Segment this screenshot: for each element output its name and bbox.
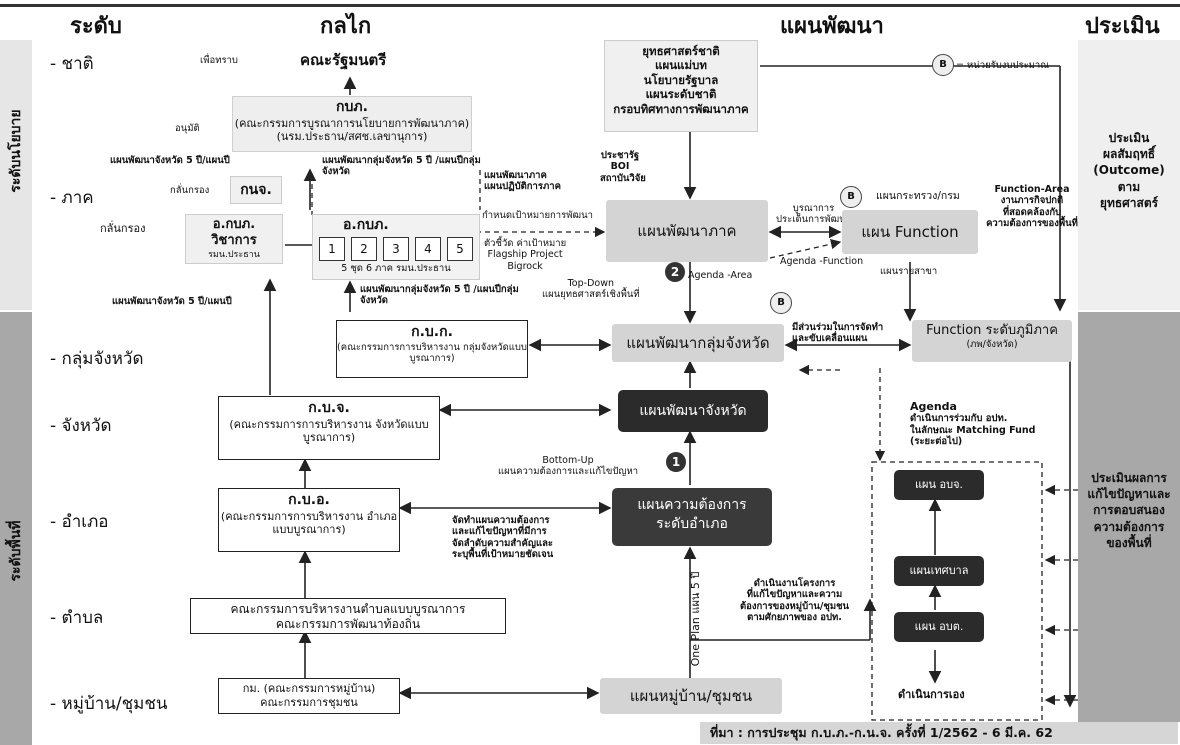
municipality-plan-box: แผนเทศบาล bbox=[894, 556, 984, 586]
province-plan-box: แผนพัฒนาจังหวัด bbox=[618, 390, 768, 432]
district-plan-box: แผนความต้องการระดับอำเภอ bbox=[612, 488, 772, 546]
level-district: - อำเภอ bbox=[50, 512, 109, 532]
national-strategy-box: ยุทธศาสตร์ชาติแผนแม่บทนโยบายรัฐบาลแผนระด… bbox=[604, 40, 758, 132]
budget-unit-label: = หน่วยรับงบประมาณ bbox=[956, 60, 1050, 71]
step-2-marker: 2 bbox=[665, 262, 685, 282]
okbp-num-3: 3 bbox=[383, 236, 409, 261]
sector-plan-label: แผนรายสาขา bbox=[880, 266, 938, 277]
sao-plan-box: แผน อบต. bbox=[894, 612, 984, 642]
okbp-num-1: 1 bbox=[319, 236, 345, 261]
agenda-area-label: Agenda -Area bbox=[688, 270, 753, 281]
participate-label: มีส่วนร่วมในการจัดทำและขับเคลื่อนแผน bbox=[792, 322, 884, 345]
approve-label: อนุมัติ bbox=[175, 123, 200, 134]
village-committee-box: กม. (คณะกรรมการหมู่บ้าน) คณะกรรมการชุมชน bbox=[218, 678, 400, 714]
level-region: - ภาค bbox=[50, 188, 94, 208]
screen-label-2: กลั่นกรอง bbox=[100, 222, 146, 235]
self-do-label: ดำเนินการเอง bbox=[898, 688, 965, 701]
level-village: - หมู่บ้าน/ชุมชน bbox=[50, 694, 168, 714]
budget-unit-icon: B bbox=[932, 54, 954, 76]
ministry-b-icon: B bbox=[840, 186, 862, 208]
village-plan-box: แผนหมู่บ้าน/ชุมชน bbox=[600, 678, 782, 714]
ministry-plan-label: แผนกระทรวง/กรม bbox=[876, 190, 960, 202]
left-plan-1: แผนพัฒนาจังหวัด 5 ปี/แผนปี bbox=[110, 155, 230, 166]
okbp-academic-box: อ.กบภ. วิชาการ รมน.ประธาน bbox=[185, 214, 283, 264]
header-level: ระดับ bbox=[70, 14, 122, 39]
kbj-box: ก.บ.จ. (คณะกรรมการการบริหารงาน จังหวัดแบ… bbox=[218, 396, 440, 460]
eval-policy-panel bbox=[1078, 40, 1180, 310]
policy-side-bar bbox=[0, 40, 32, 310]
province-group-plan-box: แผนพัฒนากลุ่มจังหวัด bbox=[612, 324, 784, 362]
for-info-label: เพื่อทราบ bbox=[200, 55, 238, 66]
step-1-marker: 1 bbox=[666, 452, 686, 472]
left-plan-2: แผนพัฒนากลุ่มจังหวัด 5 ปี /แผนปีกลุ่มจัง… bbox=[322, 155, 481, 178]
regional-target-label: กำหนดเป้าหมายการพัฒนา bbox=[482, 210, 593, 221]
district-steps-label: จัดทำแผนความต้องการและแก้ไขปัญหาที่มีการ… bbox=[452, 515, 554, 561]
level-province-group: - กลุ่มจังหวัด bbox=[50, 349, 144, 369]
cabinet-label: คณะรัฐมนตรี bbox=[300, 51, 387, 69]
screen-label-1: กลั่นกรอง bbox=[170, 185, 210, 196]
function-plan-box: แผน Function bbox=[842, 210, 978, 254]
left-plan-4: แผนพัฒนากลุ่มจังหวัด 5 ปี /แผนปีกลุ่มจัง… bbox=[360, 284, 519, 307]
kbp-box: กบภ. (คณะกรรมการบูรณาการนโยบายการพัฒนาภา… bbox=[232, 96, 472, 152]
level-subdistrict: - ตำบล bbox=[50, 608, 104, 628]
okbp-num-5: 5 bbox=[447, 236, 473, 261]
eval-policy-text: ประเมินผลสัมฤทธิ์(Outcome)ตามยุทธศาสตร์ bbox=[1093, 131, 1165, 210]
area-side-bar bbox=[0, 312, 32, 745]
source-note: ที่มา : การประชุม ก.บ.ภ.-ก.น.จ. ครั้งที่… bbox=[700, 722, 1178, 744]
header-plan: แผนพัฒนา bbox=[780, 14, 884, 39]
local-project-label: ดำเนินงานโครงการที่แก้ไขปัญหาและความต้อง… bbox=[740, 578, 850, 624]
eval-area-panel bbox=[1078, 312, 1180, 722]
one-plan-label: One Plan แผน 5 ปี bbox=[689, 571, 702, 667]
header-evaluation: ประเมิน bbox=[1085, 14, 1160, 39]
integrated-label: บูรณาการประเด็นการพัฒนา bbox=[776, 203, 852, 226]
tambon-box: คณะกรรมการบริหารงานตำบลแบบบูรณาการ คณะกร… bbox=[190, 598, 506, 634]
header-mechanism: กลไก bbox=[320, 14, 372, 39]
agenda-function-label: Agenda -Function bbox=[780, 256, 864, 267]
eval-area-text: ประเมินผลการแก้ไขปัญหาและการตอบสนองความต… bbox=[1087, 471, 1171, 550]
left-plan-3: แผนพัฒนาจังหวัด 5 ปี/แผนปี bbox=[112, 296, 232, 307]
top-rule bbox=[0, 4, 1180, 7]
knj-box: กนจ. bbox=[230, 176, 282, 204]
okbp-num-4: 4 bbox=[415, 236, 441, 261]
regional-plan-box: แผนพัฒนาภาค bbox=[606, 200, 768, 262]
level-province: - จังหวัด bbox=[50, 416, 112, 436]
kba-box: ก.บ.อ. (คณะกรรมการการบริหารงาน อำเภอแบบบ… bbox=[218, 488, 400, 552]
regional-plan-notes: แผนพัฒนาภาคแผนปฏิบัติการภาค bbox=[484, 170, 561, 193]
pao-plan-box: แผน อบจ. bbox=[894, 470, 984, 500]
kbk-box: ก.บ.ก. (คณะกรรมการการบริหารงาน กลุ่มจังห… bbox=[336, 320, 528, 378]
function-regional-box: Function ระดับภูมิภาค (ภพ/จังหวัด) bbox=[912, 320, 1072, 362]
okbp-num-2: 2 bbox=[351, 236, 377, 261]
function-regional-b-icon: B bbox=[770, 292, 792, 314]
level-national: - ชาติ bbox=[50, 54, 94, 74]
